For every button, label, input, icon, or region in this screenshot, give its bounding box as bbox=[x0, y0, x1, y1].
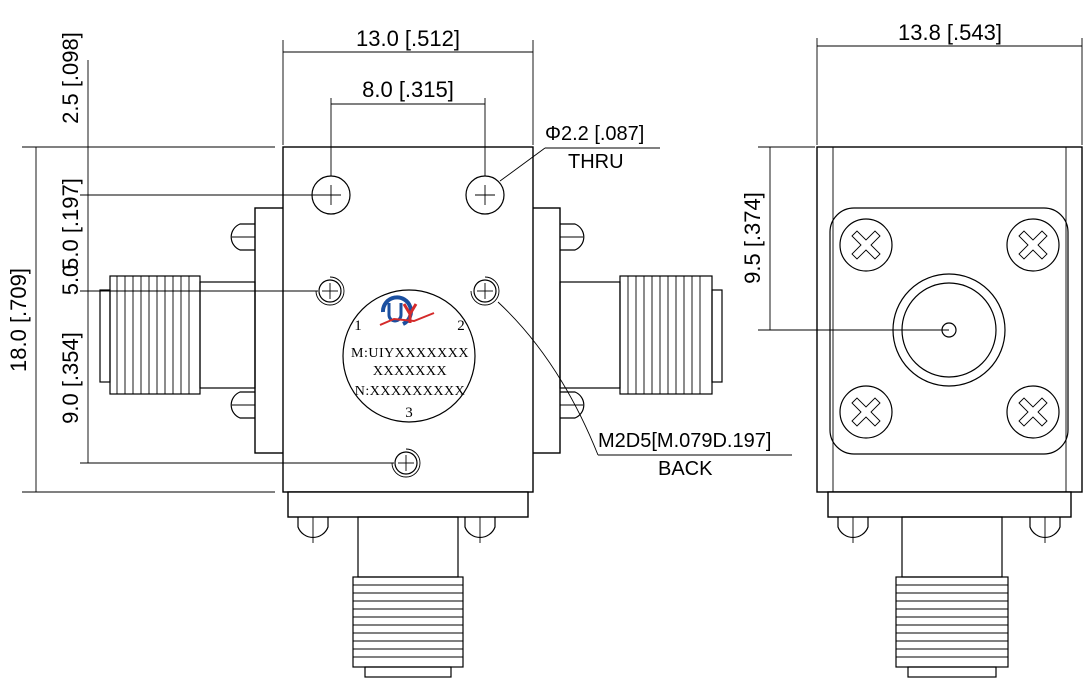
right-sma-connector bbox=[559, 275, 723, 395]
bottom-flange bbox=[287, 491, 529, 518]
side-body bbox=[816, 146, 1083, 493]
product-label bbox=[342, 289, 476, 423]
port-1-label: 1 bbox=[354, 318, 362, 334]
side-bottom-connector bbox=[895, 516, 1009, 678]
left-sma-connector bbox=[99, 275, 256, 395]
dim-side-width: 13.8 [.543] bbox=[898, 20, 1002, 45]
bottom-sma-connector bbox=[352, 516, 464, 678]
back-hole-right bbox=[470, 276, 500, 306]
thru-hole-note: Φ2.2 [.087] bbox=[545, 123, 644, 145]
side-bottom-flange bbox=[827, 491, 1072, 518]
dim-5-0-197: 5.0 [.197] bbox=[58, 178, 83, 270]
port-2-label: 2 bbox=[457, 318, 465, 334]
right-flange bbox=[529, 207, 561, 454]
port-3-label: 3 bbox=[405, 405, 413, 421]
side-square-flange bbox=[829, 207, 1069, 455]
side-screw-tr bbox=[1006, 218, 1060, 272]
front-dimensions: 13.0 [.512] 8.0 [.315] 2.5 [.098] 18.0 [… bbox=[6, 26, 792, 493]
side-screw-tl bbox=[839, 218, 893, 272]
thru-label: THRU bbox=[568, 151, 624, 173]
model-text: M:UIYXXXXXXX bbox=[351, 346, 469, 361]
side-dimensions: 13.8 [.543] 9.5 [.374] bbox=[740, 20, 1083, 331]
serial-text: N:XXXXXXXXX bbox=[355, 384, 466, 399]
dim-height-total: 18.0 [.709] bbox=[6, 268, 31, 372]
side-screw-bl bbox=[839, 385, 893, 439]
uiy-logo bbox=[379, 295, 435, 326]
left-screw-heads bbox=[230, 223, 255, 419]
back-hole-bottom bbox=[391, 448, 421, 478]
side-view bbox=[816, 146, 1083, 678]
dim-9-0-354: 9.0 [.354] bbox=[58, 332, 83, 424]
model-text-2: XXXXXXX bbox=[373, 364, 447, 379]
dim-hole-spacing: 8.0 [.315] bbox=[362, 77, 454, 102]
back-label: BACK bbox=[658, 458, 713, 480]
dim-width-top: 13.0 [.512] bbox=[356, 26, 460, 51]
front-view: 1 2 3 M:UIYXXXXXXX XXXXXXX N:XXXXXXXXX bbox=[99, 146, 723, 678]
back-hole-left bbox=[315, 276, 345, 306]
left-flange bbox=[254, 207, 286, 454]
dim-top-offset: 2.5 [.098] bbox=[58, 32, 83, 124]
right-screw-heads bbox=[560, 223, 585, 419]
side-screw-br bbox=[1006, 385, 1060, 439]
dim-5-0: 5.0 bbox=[58, 265, 83, 296]
dim-side-height: 9.5 [.374] bbox=[740, 192, 765, 284]
back-hole-note: M2D5[M.079D.197] bbox=[598, 430, 771, 452]
